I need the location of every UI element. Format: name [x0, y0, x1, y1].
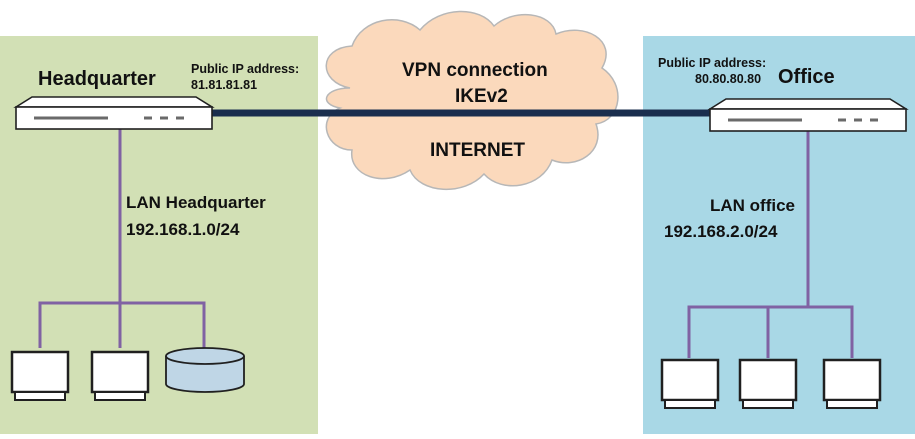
- monitor-icon: [90, 350, 150, 401]
- office-public-ip: 80.80.80.80: [695, 72, 762, 86]
- headquarter-lan-wiring: [38, 129, 206, 348]
- headquarter-public-ip-label: Public IP address:: [191, 62, 300, 76]
- vpn-connection-label: VPN connection: [402, 60, 548, 81]
- headquarter-lan-subnet: 192.168.1.0/24: [126, 220, 240, 239]
- office-devices: [660, 358, 882, 409]
- monitor-icon: [738, 358, 798, 409]
- headquarter-router: [13, 96, 215, 130]
- headquarter-router-top: [13, 96, 215, 108]
- office-bus-wire: [687, 305, 854, 358]
- office-title: Office: [778, 66, 835, 88]
- internet-label: INTERNET: [430, 140, 525, 161]
- headquarter-lan-name: LAN Headquarter: [126, 193, 266, 212]
- office-lan-name: LAN office: [710, 196, 795, 215]
- headquarter-devices: [10, 347, 245, 401]
- office-lan-subnet: 192.168.2.0/24: [664, 222, 778, 241]
- monitor-icon: [822, 358, 882, 409]
- office-router-body: [709, 108, 907, 132]
- headquarter-router-body: [15, 106, 213, 130]
- monitor-icon: [10, 350, 70, 401]
- headquarter-public-ip: 81.81.81.81: [191, 78, 258, 92]
- vpn-protocol-label: IKEv2: [455, 86, 508, 107]
- headquarter-title: Headquarter: [38, 68, 156, 90]
- office-router: [707, 98, 909, 132]
- office-lan-wiring: [687, 131, 854, 358]
- storage-icon: [165, 347, 245, 393]
- office-public-ip-label: Public IP address:: [658, 56, 767, 70]
- headquarter-bus-wire: [38, 301, 206, 348]
- monitor-icon: [660, 358, 720, 409]
- internet-cloud: [325, 10, 619, 190]
- office-router-top: [707, 98, 909, 110]
